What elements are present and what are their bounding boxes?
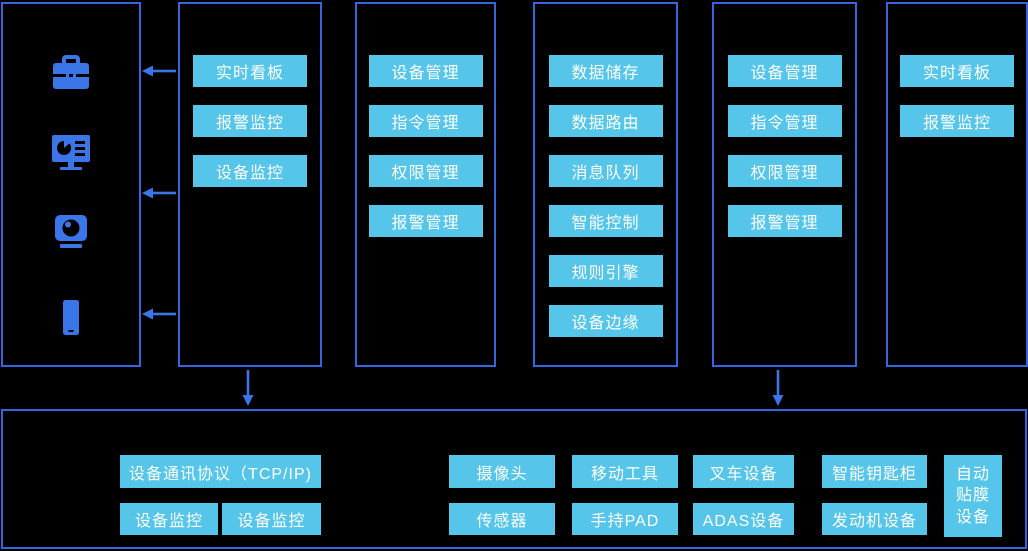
panel-monitoring: 实时看板 报警监控 设备监控	[178, 2, 322, 367]
node-data-routing: 数据路由	[548, 105, 663, 137]
node-permission-management: 权限管理	[368, 155, 483, 187]
arrow-left-icon	[142, 307, 176, 320]
node-smart-control: 智能控制	[548, 205, 663, 237]
panel-dashboard: 实时看板 报警监控	[886, 2, 1028, 367]
node-command-management: 指令管理	[368, 105, 483, 137]
arrow-left-icon	[142, 64, 176, 77]
node-sensor-device: 传感器	[449, 503, 555, 535]
node-device-management: 设备管理	[368, 55, 483, 87]
arrow-down-icon	[242, 370, 254, 406]
mobile-phone-icon	[51, 298, 91, 338]
node-realtime-dashboard: 实时看板	[900, 55, 1014, 87]
node-device-edge: 设备边缘	[548, 305, 663, 337]
camera-icon	[51, 212, 91, 252]
node-alarm-monitoring: 报警监控	[900, 105, 1014, 137]
dashboard-monitor-icon	[51, 132, 91, 172]
node-device-monitoring: 设备监控	[222, 503, 321, 535]
node-device-monitoring: 设备监控	[120, 503, 218, 535]
node-command-management: 指令管理	[727, 105, 842, 137]
node-message-queue: 消息队列	[548, 155, 663, 187]
node-engine-device: 发动机设备	[822, 503, 927, 535]
node-alarm-management: 报警管理	[727, 205, 842, 237]
arrow-down-icon	[772, 370, 784, 406]
node-auto-film-device: 自动贴膜设备	[944, 455, 1002, 537]
node-device-management: 设备管理	[727, 55, 842, 87]
panel-management-right: 设备管理 指令管理 权限管理 报警管理	[712, 2, 857, 367]
node-adas-device: ADAS设备	[693, 503, 794, 535]
node-handheld-pad: 手持PAD	[572, 503, 678, 535]
node-alarm-monitoring: 报警监控	[193, 105, 307, 137]
node-permission-management: 权限管理	[727, 155, 842, 187]
node-realtime-dashboard: 实时看板	[193, 55, 307, 87]
node-forklift-device: 叉车设备	[693, 455, 794, 488]
node-rule-engine: 规则引擎	[548, 255, 663, 287]
panel-management-left: 设备管理 指令管理 权限管理 报警管理	[355, 2, 496, 367]
panel-device-icons	[1, 2, 141, 367]
panel-core-services: 数据储存 数据路由 消息队列 智能控制 规则引擎 设备边缘	[533, 2, 678, 367]
node-alarm-management: 报警管理	[368, 205, 483, 237]
node-device-protocol-tcpip: 设备通讯协议（TCP/IP)	[120, 455, 321, 488]
node-camera-device: 摄像头	[449, 455, 555, 488]
node-mobile-tools: 移动工具	[572, 455, 678, 488]
node-data-storage: 数据储存	[548, 55, 663, 87]
toolbox-icon	[51, 54, 91, 94]
node-device-monitoring: 设备监控	[193, 155, 307, 187]
node-smart-key-cabinet: 智能钥匙柜	[822, 455, 927, 488]
arrow-left-icon	[142, 186, 176, 199]
